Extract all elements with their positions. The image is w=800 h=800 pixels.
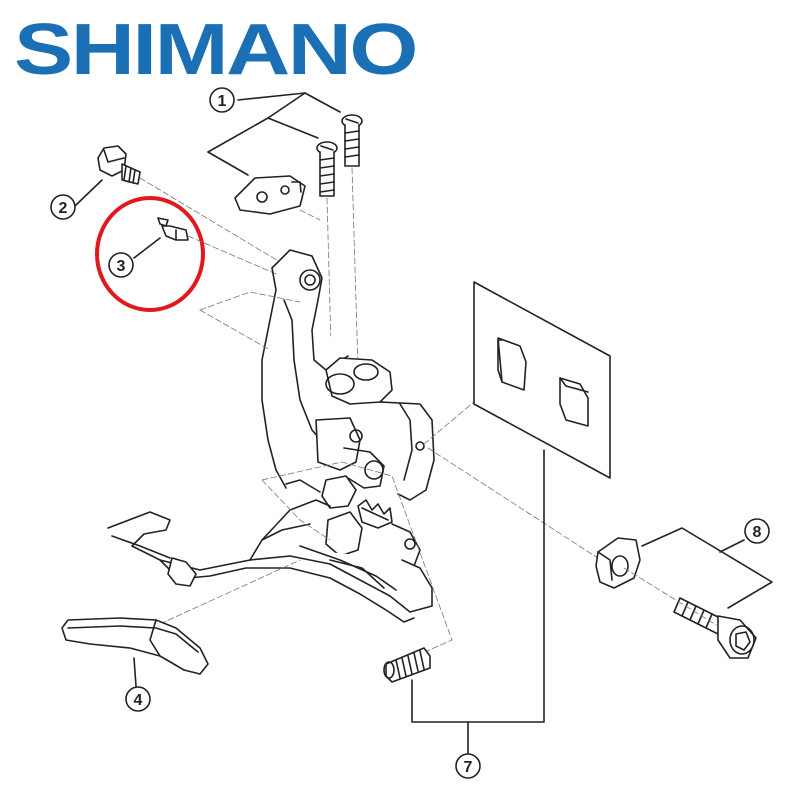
callout-badge-8[interactable] [744, 518, 770, 544]
part-3-group[interactable]: 3 [95, 196, 291, 312]
adjust-screw-icon [157, 217, 189, 241]
alignment-line [261, 479, 331, 541]
alignment-line [299, 209, 321, 221]
callout-number: 8 [753, 524, 762, 541]
callout-number: 7 [464, 759, 473, 776]
alignment-line [623, 567, 719, 627]
cable-fixing-bolt-icon [97, 145, 141, 185]
leader-line [133, 657, 137, 687]
support-bolt-icon [383, 647, 431, 683]
front-derailleur-body-icon [107, 249, 435, 623]
callout-number: 2 [59, 200, 68, 217]
pad-card-icon [473, 281, 611, 479]
part-7-group[interactable]: 7 [383, 281, 611, 779]
callout-number: 3 [117, 258, 126, 275]
callout-badge-2[interactable] [50, 194, 76, 220]
alignment-line [199, 291, 301, 311]
mounting-bolt-icon [673, 597, 757, 659]
callout-badge-1[interactable] [209, 87, 235, 113]
alignment-line [427, 447, 605, 563]
alignment-line [139, 177, 281, 263]
alignment-line [261, 461, 453, 663]
alignment-line [159, 559, 301, 625]
alignment-line [351, 167, 359, 369]
alignment-line [199, 309, 271, 351]
callout-badge-4[interactable] [125, 686, 151, 712]
leader-line [237, 92, 341, 113]
shimano-logo: SHIMANO [14, 10, 418, 82]
leader-line [719, 539, 745, 553]
logo-text: SHIMANO [14, 10, 416, 82]
leader-line [207, 151, 249, 176]
outer-plate-cover-icon [61, 617, 209, 675]
leader-line [75, 179, 103, 206]
callout-badge-7[interactable] [455, 753, 481, 779]
part-2-group[interactable]: 2 [50, 145, 281, 263]
part-4-group[interactable]: 4 [61, 617, 209, 712]
callout-number: 1 [218, 93, 227, 110]
leader-line [267, 92, 306, 119]
guide-screw-icon [341, 114, 363, 167]
part-8-group[interactable]: 8 [595, 518, 773, 659]
leader-line [207, 117, 319, 153]
part-1-group[interactable]: 1 [207, 87, 363, 383]
highlight-circle [95, 196, 205, 312]
callout-number: 4 [134, 692, 143, 709]
leader-line [411, 449, 545, 723]
cable-guide-plate-icon [234, 175, 306, 215]
mounting-nut-icon [595, 537, 641, 589]
guide-screw-icon [316, 141, 338, 197]
leader-line [641, 527, 773, 609]
leader-line [133, 237, 161, 259]
callout-badge-3[interactable] [108, 252, 134, 278]
